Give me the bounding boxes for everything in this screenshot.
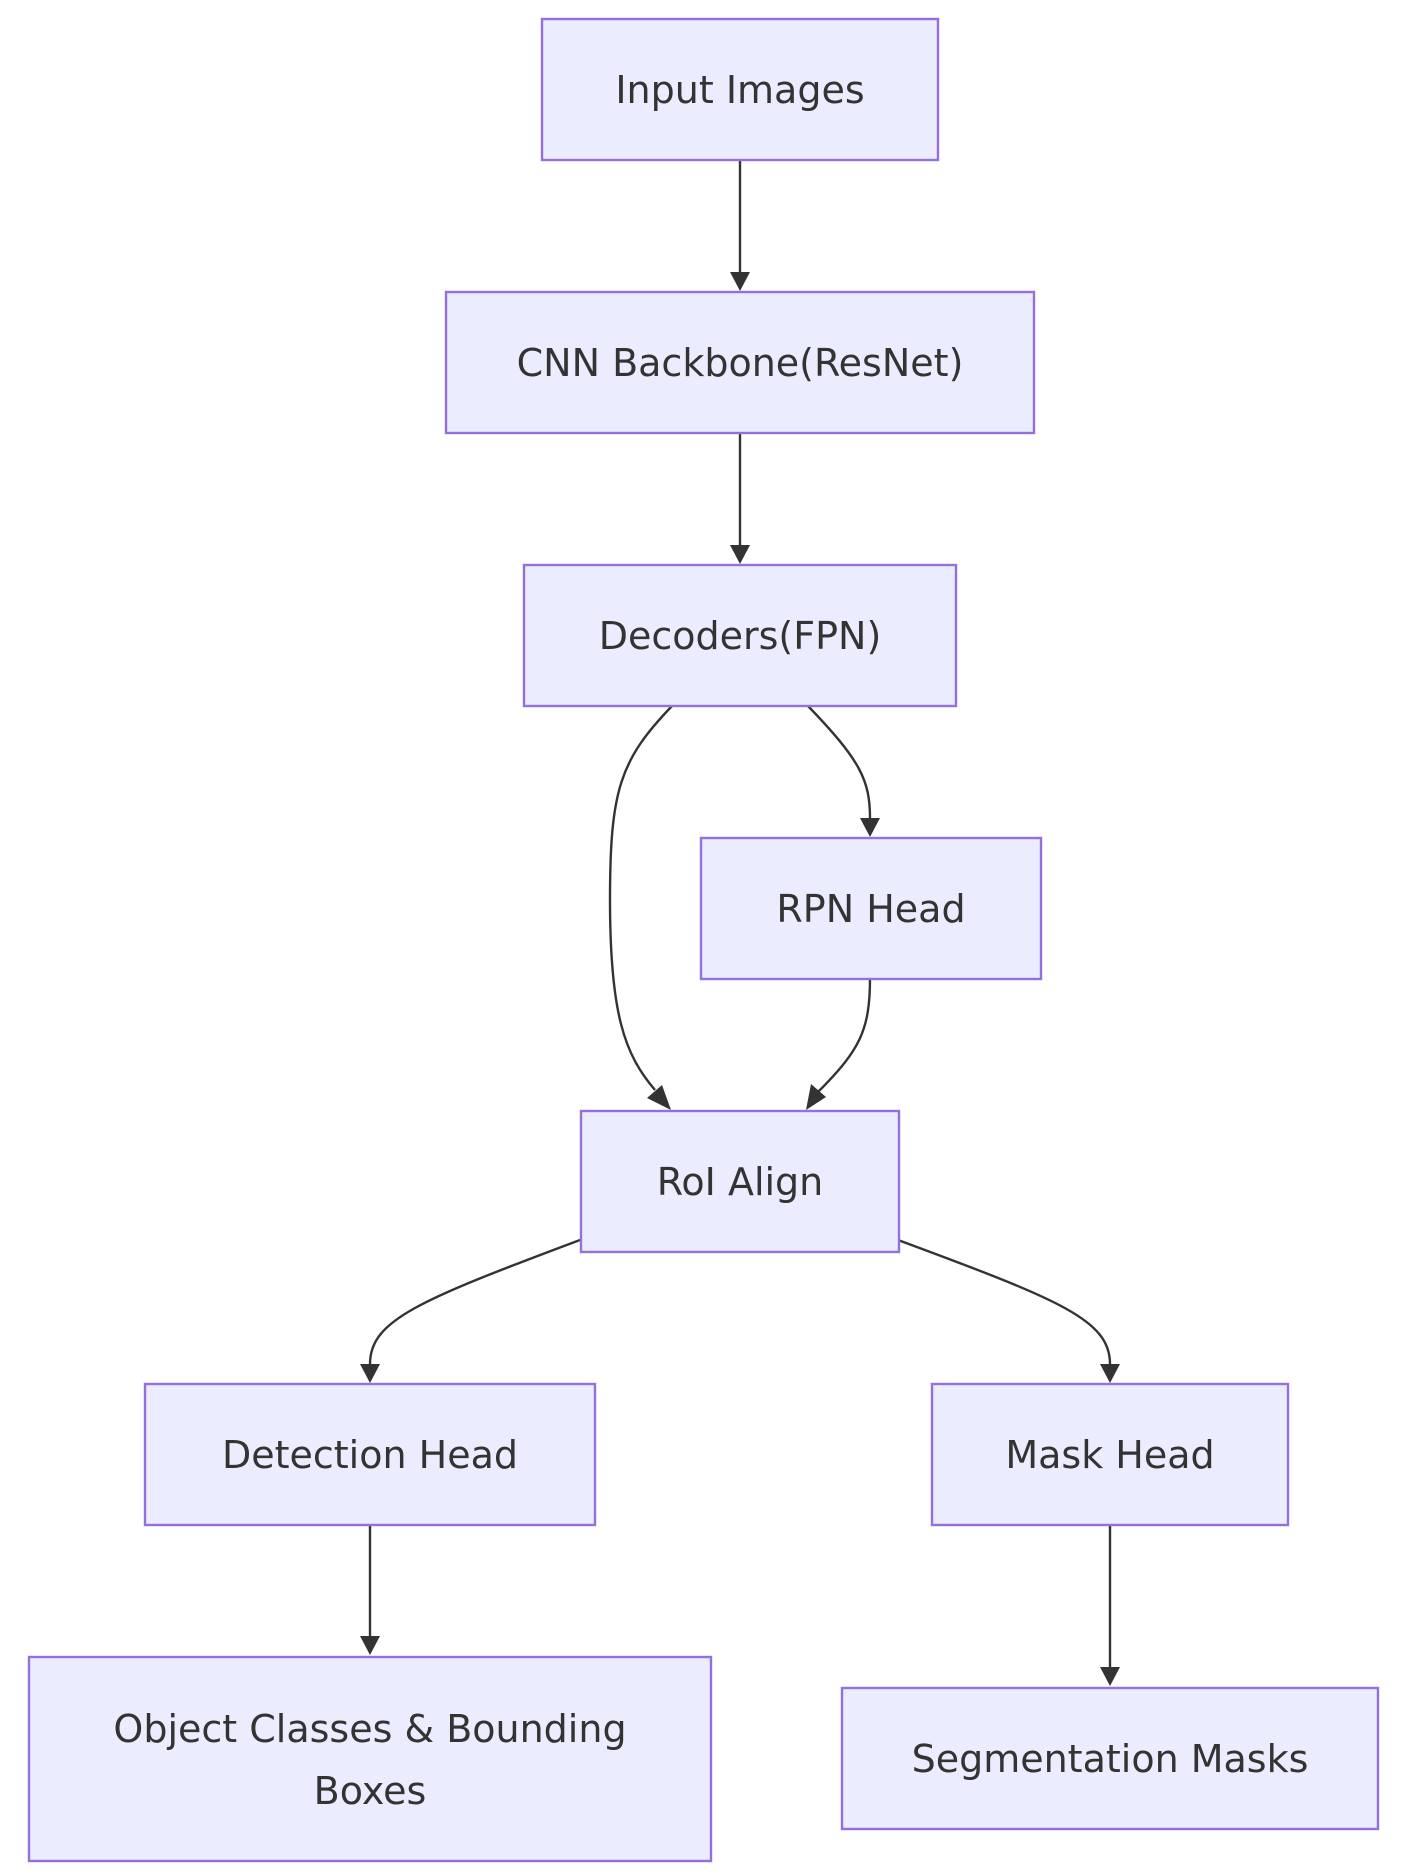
node-label: Mask Head [1005,1433,1214,1477]
node-input-images[interactable]: Input Images [540,17,940,162]
node-label: Input Images [615,68,864,112]
edge-roi-to-mask [897,1238,1120,1383]
edge-mask-to-segmentation [1100,1523,1120,1686]
edge-input-to-backbone [730,160,750,291]
node-cnn-backbone[interactable]: CNN Backbone(ResNet) [444,290,1036,435]
node-rpn-head[interactable]: RPN Head [699,836,1043,981]
node-label-line-1: Object Classes & Bounding [113,1707,626,1751]
edge-decoders-to-roi [608,705,673,1110]
edge-decoders-to-rpn [807,705,880,837]
node-label: RoI Align [657,1160,824,1204]
edge-rpn-to-roi [806,977,872,1110]
node-detection-head[interactable]: Detection Head [143,1382,597,1527]
edge-detection-to-objects [360,1523,380,1655]
node-label: Detection Head [222,1433,518,1477]
node-label: Segmentation Masks [912,1737,1309,1781]
node-decoders[interactable]: Decoders(FPN) [522,563,958,708]
node-label-line-2: Boxes [314,1769,427,1813]
edge-backbone-to-decoders [730,433,750,564]
node-label: Decoders(FPN) [599,614,882,658]
node-label: CNN Backbone(ResNet) [517,341,964,385]
node-segmentation-masks[interactable]: Segmentation Masks [840,1686,1380,1831]
edge-roi-to-detection [360,1238,581,1383]
node-roi-align[interactable]: RoI Align [579,1109,901,1254]
node-object-classes-bounding-boxes[interactable]: Object Classes & Bounding Boxes [27,1655,713,1863]
edges [360,160,1120,1686]
node-mask-head[interactable]: Mask Head [930,1382,1290,1527]
node-label: RPN Head [776,887,965,931]
